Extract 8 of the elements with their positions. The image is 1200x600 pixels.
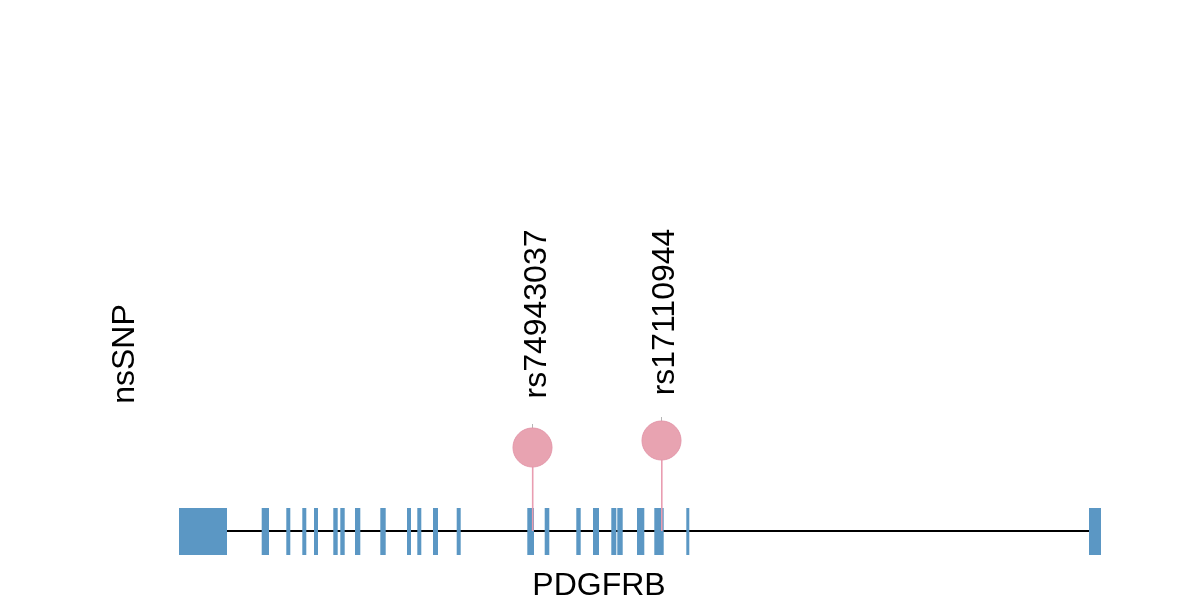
- snp-id-label: rs17110944: [646, 228, 679, 395]
- track-label: nsSNP: [106, 304, 139, 404]
- lollipop-stem: [531, 465, 534, 532]
- snp-id-label: rs74943037: [519, 229, 551, 399]
- snp-marker: [512, 423, 554, 468]
- gene-name: PDGFRB: [532, 568, 666, 600]
- lollipop-stem: [661, 459, 663, 532]
- snp-marker: [641, 416, 683, 461]
